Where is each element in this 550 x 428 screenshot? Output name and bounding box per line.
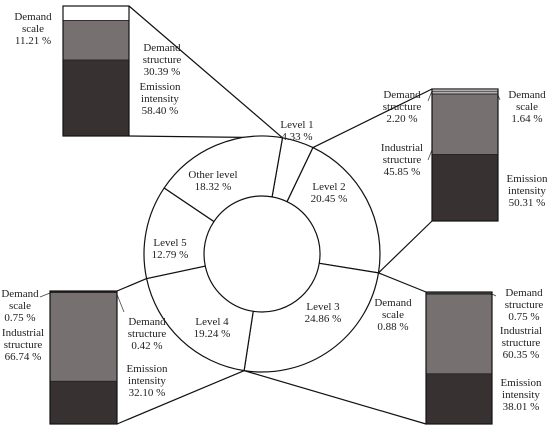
connector-level3-top xyxy=(378,272,427,293)
bar-segment-level2-demand-structure xyxy=(431,90,499,95)
slice-level3 xyxy=(243,262,380,373)
breakout-bar-level1 xyxy=(62,5,130,137)
bar-frame-level2 xyxy=(431,88,499,222)
breakout-bar-level4 xyxy=(49,290,118,425)
bar-segment-level4-industrial-structure xyxy=(49,292,118,382)
bar-segment-level2-emission-intensity xyxy=(431,154,499,222)
bar-frame-level1 xyxy=(62,5,130,137)
connector-level1-top xyxy=(128,5,283,139)
bar-segment-level1-demand-scale xyxy=(62,5,130,21)
connector-level3-bottom xyxy=(243,370,427,425)
bar-segment-level2-industrial-structure xyxy=(431,93,499,155)
connector-level2-top xyxy=(312,88,433,149)
donut-ring xyxy=(143,135,381,373)
connector-level2-bottom xyxy=(378,220,433,274)
bar-segment-level1-emission-intensity xyxy=(62,59,130,137)
bar-frame-level3 xyxy=(425,291,493,425)
leader-level2-demand-structure xyxy=(427,90,433,102)
connector-level4-top xyxy=(116,277,147,292)
bar-segment-level3-emission-intensity xyxy=(425,373,493,425)
bar-segment-level3-industrial-structure xyxy=(425,293,493,375)
bar-segment-level1-demand-structure xyxy=(62,20,130,61)
breakout-bars xyxy=(49,5,499,425)
bar-frame-level4 xyxy=(49,290,118,425)
breakout-bar-level2 xyxy=(431,88,499,222)
bar-segment-level4-emission-intensity xyxy=(49,380,118,425)
leader-level3-demand-structure xyxy=(491,293,497,297)
leader-level4-demand-scale xyxy=(39,292,51,298)
slice-other xyxy=(163,135,284,223)
breakout-bar-level3 xyxy=(425,291,493,425)
slice-level2 xyxy=(286,146,381,274)
connector-level4-bottom xyxy=(116,370,245,425)
